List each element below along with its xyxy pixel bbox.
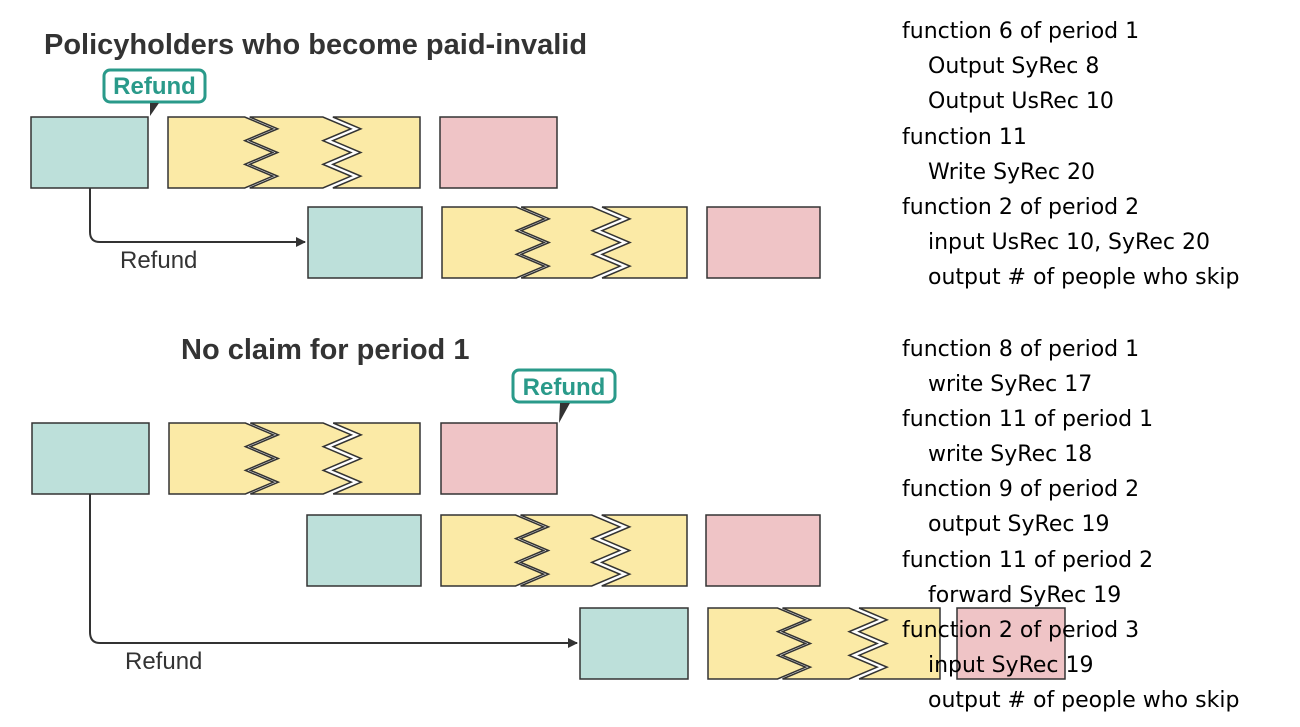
notes-panel: function 6 of period 1 Output SyRec 8 Ou… [902, 14, 1297, 719]
section1-callout-label: Refund [113, 73, 196, 100]
yellow-segment-1 [440, 514, 546, 587]
note-line: Output SyRec 8 [928, 54, 1100, 80]
s1-refund-arrow [89, 188, 306, 247]
yellow-segment-3 [600, 206, 688, 279]
note-line: write SyRec 17 [928, 371, 1093, 397]
section1-title: Policyholders who become paid-invalid [44, 29, 587, 61]
yellow-segment-1 [707, 607, 808, 680]
yellow-segment-2 [248, 422, 354, 495]
note-line: function 8 of period 1 [902, 336, 1140, 362]
s2-row3-pink-block [956, 607, 1066, 680]
yellow-segment-3 [330, 116, 421, 189]
section2-callout-label: Refund [523, 374, 606, 401]
yellow-segment-3 [331, 422, 421, 495]
note-line: output # of people who skip [928, 688, 1240, 714]
s2-row2-teal-block [306, 514, 422, 587]
note-line: function 11 of period 2 [902, 547, 1154, 573]
s1-row1 [30, 116, 558, 189]
note-line: function 2 of period 3 [902, 618, 1140, 643]
note-line: function 11 [902, 124, 1027, 150]
s2-row3-teal-block [579, 607, 689, 680]
note-line: Write SyRec 20 [928, 159, 1095, 185]
s2-row1-pink-block [440, 422, 558, 495]
yellow-segment-2 [247, 116, 353, 189]
note-line: input UsRec 10, SyRec 20 [928, 230, 1210, 256]
notes-section2: function 8 of period 1 write SyRec 17 fu… [902, 332, 1297, 719]
yellow-segment-2 [519, 206, 622, 279]
s2-row3-yellow-block [707, 607, 941, 680]
note-line: function 2 of period 2 [902, 194, 1140, 220]
section1-refund-callout: Refund [102, 68, 207, 116]
note-line: input SyRec 19 [928, 653, 1094, 679]
yellow-segment-1 [167, 116, 275, 189]
section2-title: No claim for period 1 [181, 334, 469, 366]
s1-row1-pink-block [439, 116, 558, 189]
section2-refund-callout: Refund [511, 368, 617, 423]
s1-row2-pink-block [706, 206, 821, 279]
yellow-segment-2 [518, 514, 622, 587]
note-line: function 6 of period 1 [902, 19, 1140, 44]
s1-row2 [307, 206, 821, 279]
s2-row1-teal-block [31, 422, 150, 495]
note-line: write SyRec 18 [928, 442, 1093, 468]
s2-row1-yellow-block [168, 422, 421, 495]
s1-row1-teal-block [30, 116, 149, 189]
s2-row3 [579, 607, 1066, 680]
s2-row2 [306, 514, 821, 587]
note-line: function 11 of period 1 [902, 406, 1154, 432]
s2-row2-pink-block [705, 514, 821, 587]
s1-row2-teal-block [307, 206, 423, 279]
yellow-segment-1 [168, 422, 276, 495]
s1-row1-yellow-block [167, 116, 421, 189]
notes-section1: function 6 of period 1 Output SyRec 8 Ou… [902, 14, 1297, 296]
s2-arrow-label: Refund [125, 648, 202, 675]
note-line: function 9 of period 2 [902, 477, 1140, 503]
yellow-segment-3 [599, 514, 688, 587]
s2-refund-arrow [89, 494, 578, 648]
s1-arrow-label: Refund [120, 247, 197, 274]
yellow-segment-3 [857, 607, 941, 680]
note-line: forward SyRec 19 [928, 582, 1122, 608]
yellow-segment-2 [780, 607, 880, 680]
s1-row2-yellow-block [441, 206, 688, 279]
note-line: output # of people who skip [928, 265, 1240, 291]
s2-row2-yellow-block [440, 514, 688, 587]
note-line: output SyRec 19 [928, 512, 1110, 538]
yellow-segment-1 [441, 206, 547, 279]
s2-row1 [31, 422, 558, 495]
note-line: Output UsRec 10 [928, 89, 1114, 115]
